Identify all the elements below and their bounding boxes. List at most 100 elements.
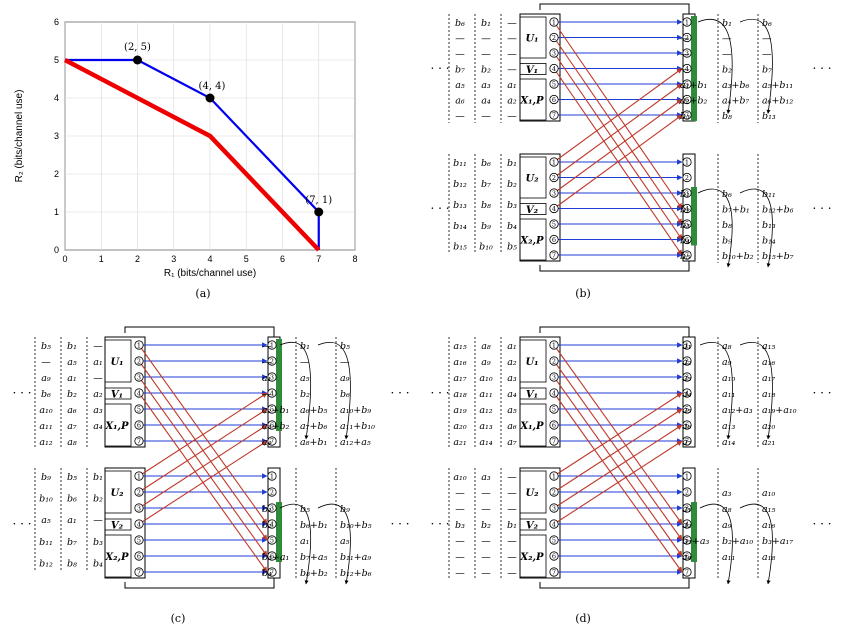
- output-symbol-bottom: b₃: [680, 220, 690, 231]
- u2-label: U₂: [110, 488, 124, 499]
- node: [682, 356, 692, 366]
- output-symbol-top: —: [762, 49, 772, 60]
- x1p-box: [519, 403, 547, 447]
- input-symbol-top: a₂: [93, 389, 103, 400]
- node: [549, 32, 559, 43]
- relay-arrow-bottom: [739, 188, 773, 268]
- green-bar-top: [691, 16, 697, 121]
- input-symbol-top: a₁₁: [479, 389, 492, 400]
- node: [549, 503, 559, 513]
- feedback-line-top: [539, 3, 690, 18]
- x-tick-label: 5: [244, 254, 249, 264]
- relay-arrow-top: [739, 18, 773, 114]
- input-symbol-top: —: [455, 34, 465, 45]
- node: [682, 157, 692, 167]
- input-symbol-top: —: [507, 18, 517, 29]
- u1-label: U₁: [110, 357, 123, 368]
- caption-c: (c): [171, 612, 186, 625]
- ellipsis-right-bottom: · · ·: [812, 517, 831, 531]
- feedback-line-top: [539, 326, 690, 341]
- output-symbol-bottom: b₁₅+b₇: [762, 251, 794, 262]
- node: [267, 567, 277, 577]
- node-label: 4: [685, 521, 689, 529]
- x-tick-label: 3: [171, 254, 176, 264]
- v1-label: V₁: [526, 65, 538, 76]
- node-label: 6: [685, 422, 689, 430]
- output-symbol-top: a₇: [682, 437, 692, 448]
- point-label: (7, 1): [305, 195, 332, 206]
- node-label: 4: [685, 205, 689, 213]
- node-label: 6: [685, 236, 689, 244]
- input-symbol-bottom: —: [455, 504, 465, 515]
- caption-b: (b): [575, 287, 591, 300]
- v1-box: [519, 387, 547, 400]
- input-symbol-top: a₁₄: [479, 437, 492, 448]
- node: [267, 404, 277, 414]
- u2-label: U₂: [525, 488, 539, 499]
- input-symbol-top: —: [93, 341, 103, 352]
- input-symbol-top: a₆: [455, 96, 465, 107]
- relay-arrow-top: [279, 341, 312, 440]
- input-symbol-top: a₁: [67, 373, 76, 384]
- input-symbol-bottom: —: [481, 568, 491, 579]
- cross-edge-up: [553, 440, 683, 525]
- node-label: 7: [552, 569, 556, 577]
- node: [267, 551, 277, 561]
- feedback-line-bottom: [539, 576, 690, 589]
- input-symbol-top: a₁₂: [39, 437, 52, 448]
- v1-box: [104, 387, 132, 400]
- output-symbol-top: a₁₁: [722, 389, 735, 400]
- node-label: 3: [270, 505, 274, 513]
- relay-arrow-bottom: [697, 188, 733, 268]
- node: [549, 404, 559, 414]
- output-symbol-top: —: [680, 49, 690, 60]
- input-symbol-top: a₁₇: [453, 373, 466, 384]
- ellipsis-left-bottom: · · ·: [430, 517, 449, 531]
- node: [682, 404, 692, 414]
- node-label: 4: [552, 205, 556, 213]
- node: [134, 372, 144, 382]
- node-label: 3: [137, 374, 141, 382]
- input-symbol-top: a₆: [507, 421, 517, 432]
- output-symbol-top: b₈: [722, 111, 732, 122]
- output-symbol-top: a₃+b₆: [722, 80, 750, 91]
- output-symbol-bottom: b₁: [262, 504, 272, 515]
- input-symbol-bottom: b₁₁: [453, 158, 467, 169]
- v2-box: [519, 518, 547, 531]
- node-label: 5: [552, 406, 556, 414]
- input-symbol-top: a₂₁: [453, 437, 466, 448]
- u1-box: [519, 339, 547, 383]
- input-symbol-bottom: b₂: [481, 520, 491, 531]
- output-symbol-top: b₅: [340, 341, 350, 352]
- output-symbol-bottom: a₁: [682, 504, 691, 515]
- cross-edge-up: [138, 440, 268, 525]
- input-symbol-bottom: —: [93, 515, 103, 526]
- output-symbol-bottom: b₅: [680, 251, 690, 262]
- node: [549, 79, 559, 89]
- input-symbol-bottom: b₁₀: [39, 494, 53, 505]
- node: [549, 172, 559, 183]
- node-label: 5: [270, 537, 274, 545]
- node-label: 5: [552, 537, 556, 545]
- output-symbol-top: a₆+b₁₂: [762, 96, 793, 107]
- node-label: 6: [137, 553, 141, 561]
- input-symbol-bottom: —: [507, 536, 517, 547]
- input-symbol-bottom: b₄: [93, 558, 103, 569]
- output-symbol-top: a₁₀+b₉: [340, 405, 371, 416]
- node: [549, 48, 559, 58]
- node-label: 3: [270, 374, 274, 382]
- node: [267, 519, 277, 529]
- input-symbol-bottom: b₁₃: [453, 200, 467, 211]
- input-symbol-top: a₁₂: [479, 405, 492, 416]
- output-symbol-top: a₂₀: [762, 421, 775, 432]
- input-symbol-bottom: b₇: [67, 537, 77, 548]
- node: [549, 519, 559, 529]
- output-symbol-top: a₆+b₅: [300, 405, 328, 416]
- output-symbol-bottom: b₄: [680, 236, 690, 247]
- output-symbol-bottom: b₉: [722, 236, 732, 247]
- node-label: 6: [552, 422, 556, 430]
- node-label: 4: [137, 390, 141, 398]
- output-symbol-bottom: b₂: [262, 520, 272, 531]
- input-symbol-bottom: b₂: [507, 179, 517, 190]
- x-tick-label: 0: [62, 254, 67, 264]
